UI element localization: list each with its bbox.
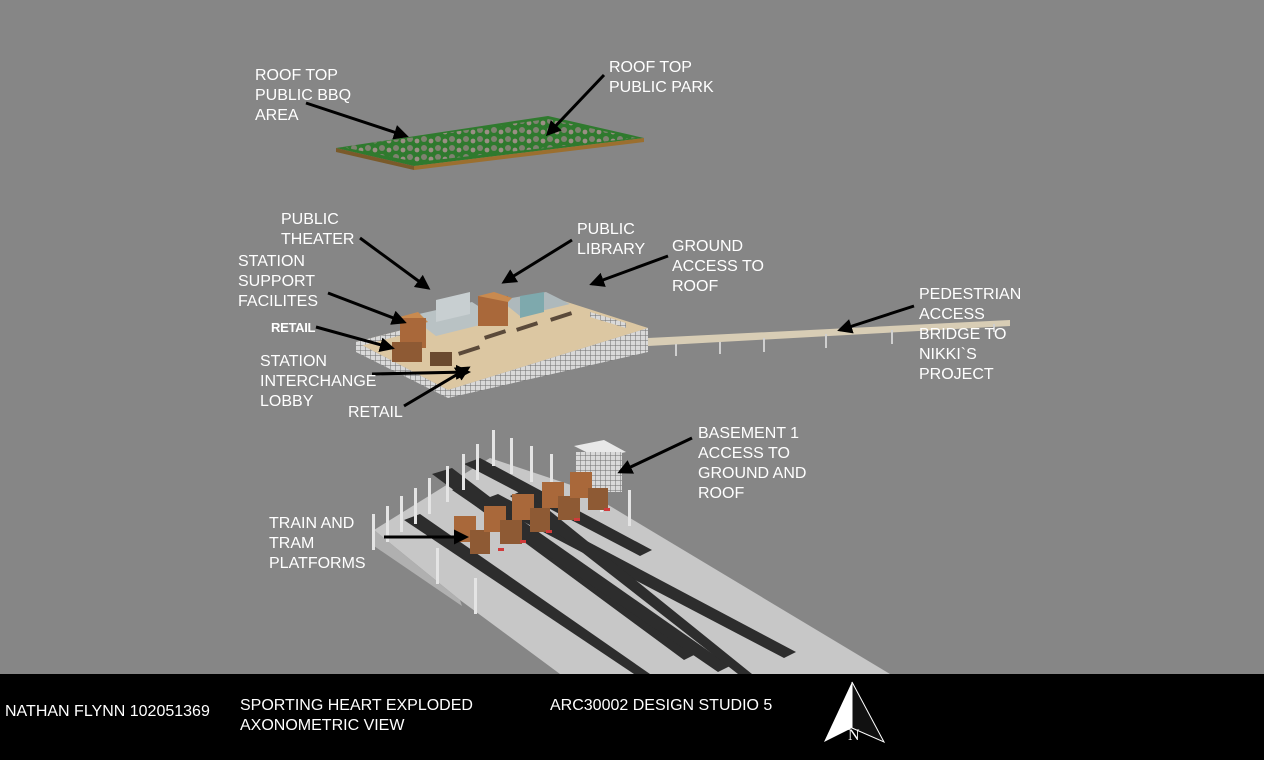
arrow-basement-access	[617, 436, 693, 474]
label-public-theater: PUBLIC THEATER	[281, 211, 355, 248]
author-name: NATHAN FLYNN 102051369	[5, 703, 210, 720]
label-public-library: PUBLIC LIBRARY	[577, 221, 646, 258]
label-retail-lower: RETAIL	[348, 404, 403, 421]
course-code: ARC30002 DESIGN STUDIO 5	[550, 697, 773, 714]
arrow-retail-upper	[315, 325, 395, 353]
roof-slab	[336, 116, 644, 170]
label-ground-access: GROUND ACCESS TO ROOF	[672, 238, 764, 295]
label-station-support: STATION SUPPORT FACILITES	[238, 253, 319, 310]
arrow-station-support	[327, 291, 407, 325]
label-pedestrian-bridge: PEDESTRIAN ACCESS BRIDGE TO NIKKI`S PROJ…	[919, 286, 1022, 383]
label-roof-bbq: ROOF TOP PUBLIC BBQ AREA	[255, 67, 352, 124]
leader-arrows	[305, 73, 915, 545]
label-station-interchange: STATION INTERCHANGE LOBBY	[260, 353, 377, 410]
arrow-ground-access	[589, 254, 669, 287]
axonometric-drawing	[305, 73, 1010, 674]
label-roof-park: ROOF TOP PUBLIC PARK	[609, 59, 714, 96]
arrow-station-interchange	[371, 364, 471, 380]
pedestrian-bridge	[648, 320, 1010, 356]
north-arrow-icon: N	[824, 681, 886, 744]
drawing-title: SPORTING HEART EXPLODED AXONOMETRIC VIEW	[240, 697, 473, 734]
ground-level-slab	[356, 292, 648, 398]
arrow-public-theater	[359, 236, 431, 290]
label-basement-access: BASEMENT 1 ACCESS TO GROUND AND ROOF	[698, 425, 807, 502]
label-retail-upper: RETAIL	[271, 320, 316, 335]
basement-level	[372, 430, 890, 674]
label-platforms: TRAIN AND TRAM PLATFORMS	[269, 515, 366, 572]
arrow-retail-lower	[403, 366, 471, 408]
arrow-public-library	[501, 238, 573, 284]
arrow-pedestrian-bridge	[837, 304, 915, 334]
title-block: NATHAN FLYNN 102051369 SPORTING HEART EX…	[0, 674, 1264, 760]
north-letter: N	[848, 727, 860, 744]
arrow-roof-bbq	[305, 101, 409, 140]
arrow-roof-park	[545, 73, 606, 137]
